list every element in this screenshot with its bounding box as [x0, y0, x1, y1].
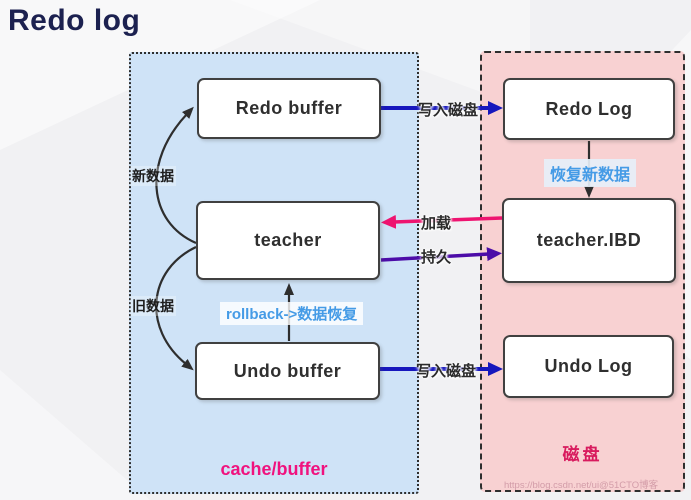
background-facet	[0, 370, 150, 500]
redo-buffer-node: Redo buffer	[197, 78, 381, 139]
write-disk-bottom-label: 写入磁盘	[415, 363, 476, 380]
persist-label: 持久	[421, 249, 452, 266]
teacher-ibd-node: teacher.IBD	[502, 198, 676, 283]
old-data-label: 旧数据	[130, 296, 176, 316]
teacher-node: teacher	[196, 201, 380, 280]
recover-new-data-label: 恢复新数据	[544, 159, 637, 187]
load-label: 加载	[421, 215, 452, 232]
new-data-label: 新数据	[130, 166, 176, 186]
rollback-label: rollback->数据恢复	[220, 302, 364, 325]
cache-buffer-panel-label: cache/buffer	[220, 459, 328, 479]
page-title: Redo log	[8, 4, 141, 37]
disk-panel-label: 磁盘	[562, 445, 603, 464]
write-disk-top-label: 写入磁盘	[417, 102, 478, 119]
redo-log-node: Redo Log	[503, 78, 675, 140]
watermark: https://blog.csdn.net/ui@51CTO博客	[504, 480, 659, 491]
undo-buffer-node: Undo buffer	[195, 342, 380, 400]
undo-log-node: Undo Log	[503, 335, 674, 398]
